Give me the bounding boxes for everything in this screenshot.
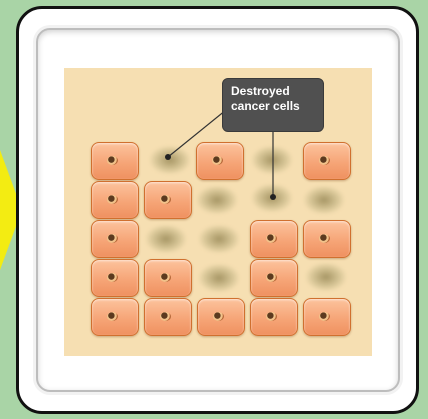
callout-line-2: cancer cells xyxy=(231,99,315,114)
pointer-line-left xyxy=(168,110,226,157)
callout-box: Destroyed cancer cells xyxy=(222,78,324,132)
pointer-dot-left xyxy=(165,154,171,160)
pointer-dot-right xyxy=(270,194,276,200)
callout-line-1: Destroyed xyxy=(231,84,315,99)
